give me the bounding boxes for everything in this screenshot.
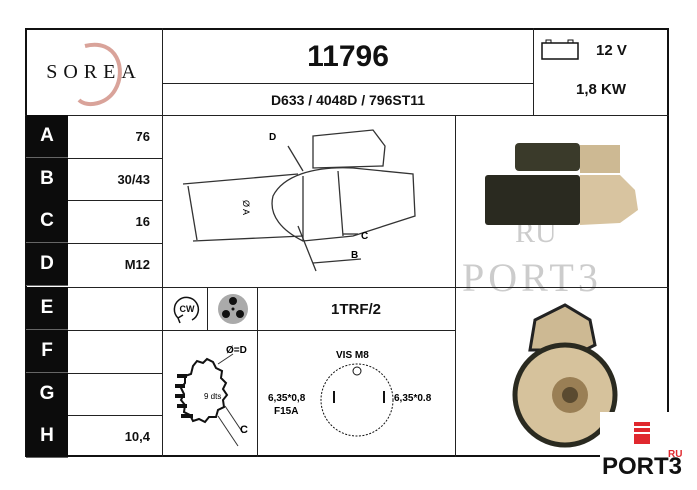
- left-fuse-label: F15A: [274, 406, 298, 417]
- spec-letter-b: B: [26, 158, 68, 201]
- spec-letter-f: F: [26, 330, 68, 373]
- brand-name: SOREA: [46, 60, 142, 83]
- right-terminal-label: 6,35*0.8: [394, 393, 432, 404]
- spec-letter-a: A: [26, 115, 68, 158]
- rotation-label: CW: [179, 304, 195, 314]
- spec-value-e: [68, 287, 160, 330]
- drawing-label-b: B: [351, 250, 358, 261]
- starter-photo-side: [470, 135, 655, 245]
- pinion-teeth-label: 9 dts: [204, 392, 221, 401]
- pinion-gear-drawing: Ø=D 9 dts C: [163, 331, 256, 456]
- drawing-label-d: D: [269, 132, 276, 143]
- connector-pin-icon: [217, 293, 249, 325]
- screw-label: VIS M8: [336, 350, 369, 361]
- spec-letter-c: C: [26, 200, 68, 243]
- pinion-c-label: C: [240, 424, 248, 436]
- spec-value-b: 30/43: [117, 172, 150, 187]
- left-terminal-label: 6,35*0,8: [268, 393, 306, 404]
- spec-letter-g: G: [26, 373, 68, 416]
- spec-letter-e: E: [26, 287, 68, 330]
- sorea-logo: SOREA: [27, 30, 161, 114]
- spec-value-a: 76: [135, 129, 150, 144]
- battery-icon: [541, 38, 579, 60]
- rotation-cw-icon: CW: [170, 292, 204, 326]
- svg-text:RU: RU: [668, 449, 682, 460]
- drawing-label-a: Ø A: [241, 200, 251, 215]
- power: 1,8 KW: [575, 80, 626, 98]
- drawing-label-c: C: [361, 231, 368, 242]
- watermark-text: PORT3: [462, 255, 602, 300]
- part-number: 11796: [307, 39, 389, 73]
- pinion-diameter-label: Ø=D: [226, 345, 247, 356]
- spec-letter-h: H: [26, 415, 68, 458]
- spec-value-h: 10,4: [124, 429, 150, 444]
- cross-references: D633 / 4048D / 796ST11: [270, 91, 426, 108]
- voltage: 12 V: [596, 42, 627, 59]
- connector-code: 1TRF/2: [330, 300, 381, 318]
- spec-value-f: [68, 330, 160, 373]
- starter-photo-front: [505, 300, 625, 450]
- spec-letter-d: D: [26, 243, 68, 286]
- terminal-diagram: VIS M8 6,35*0,8 F15A 6,35*0.8: [258, 331, 454, 456]
- port3-logo: PORT3 RU: [600, 412, 690, 482]
- starter-drawing: D C B Ø A: [163, 116, 454, 286]
- spec-value-d: M12: [124, 257, 150, 272]
- spec-value-c: 16: [135, 214, 150, 229]
- spec-value-g: [68, 373, 160, 416]
- svg-text:PORT3: PORT3: [602, 453, 682, 480]
